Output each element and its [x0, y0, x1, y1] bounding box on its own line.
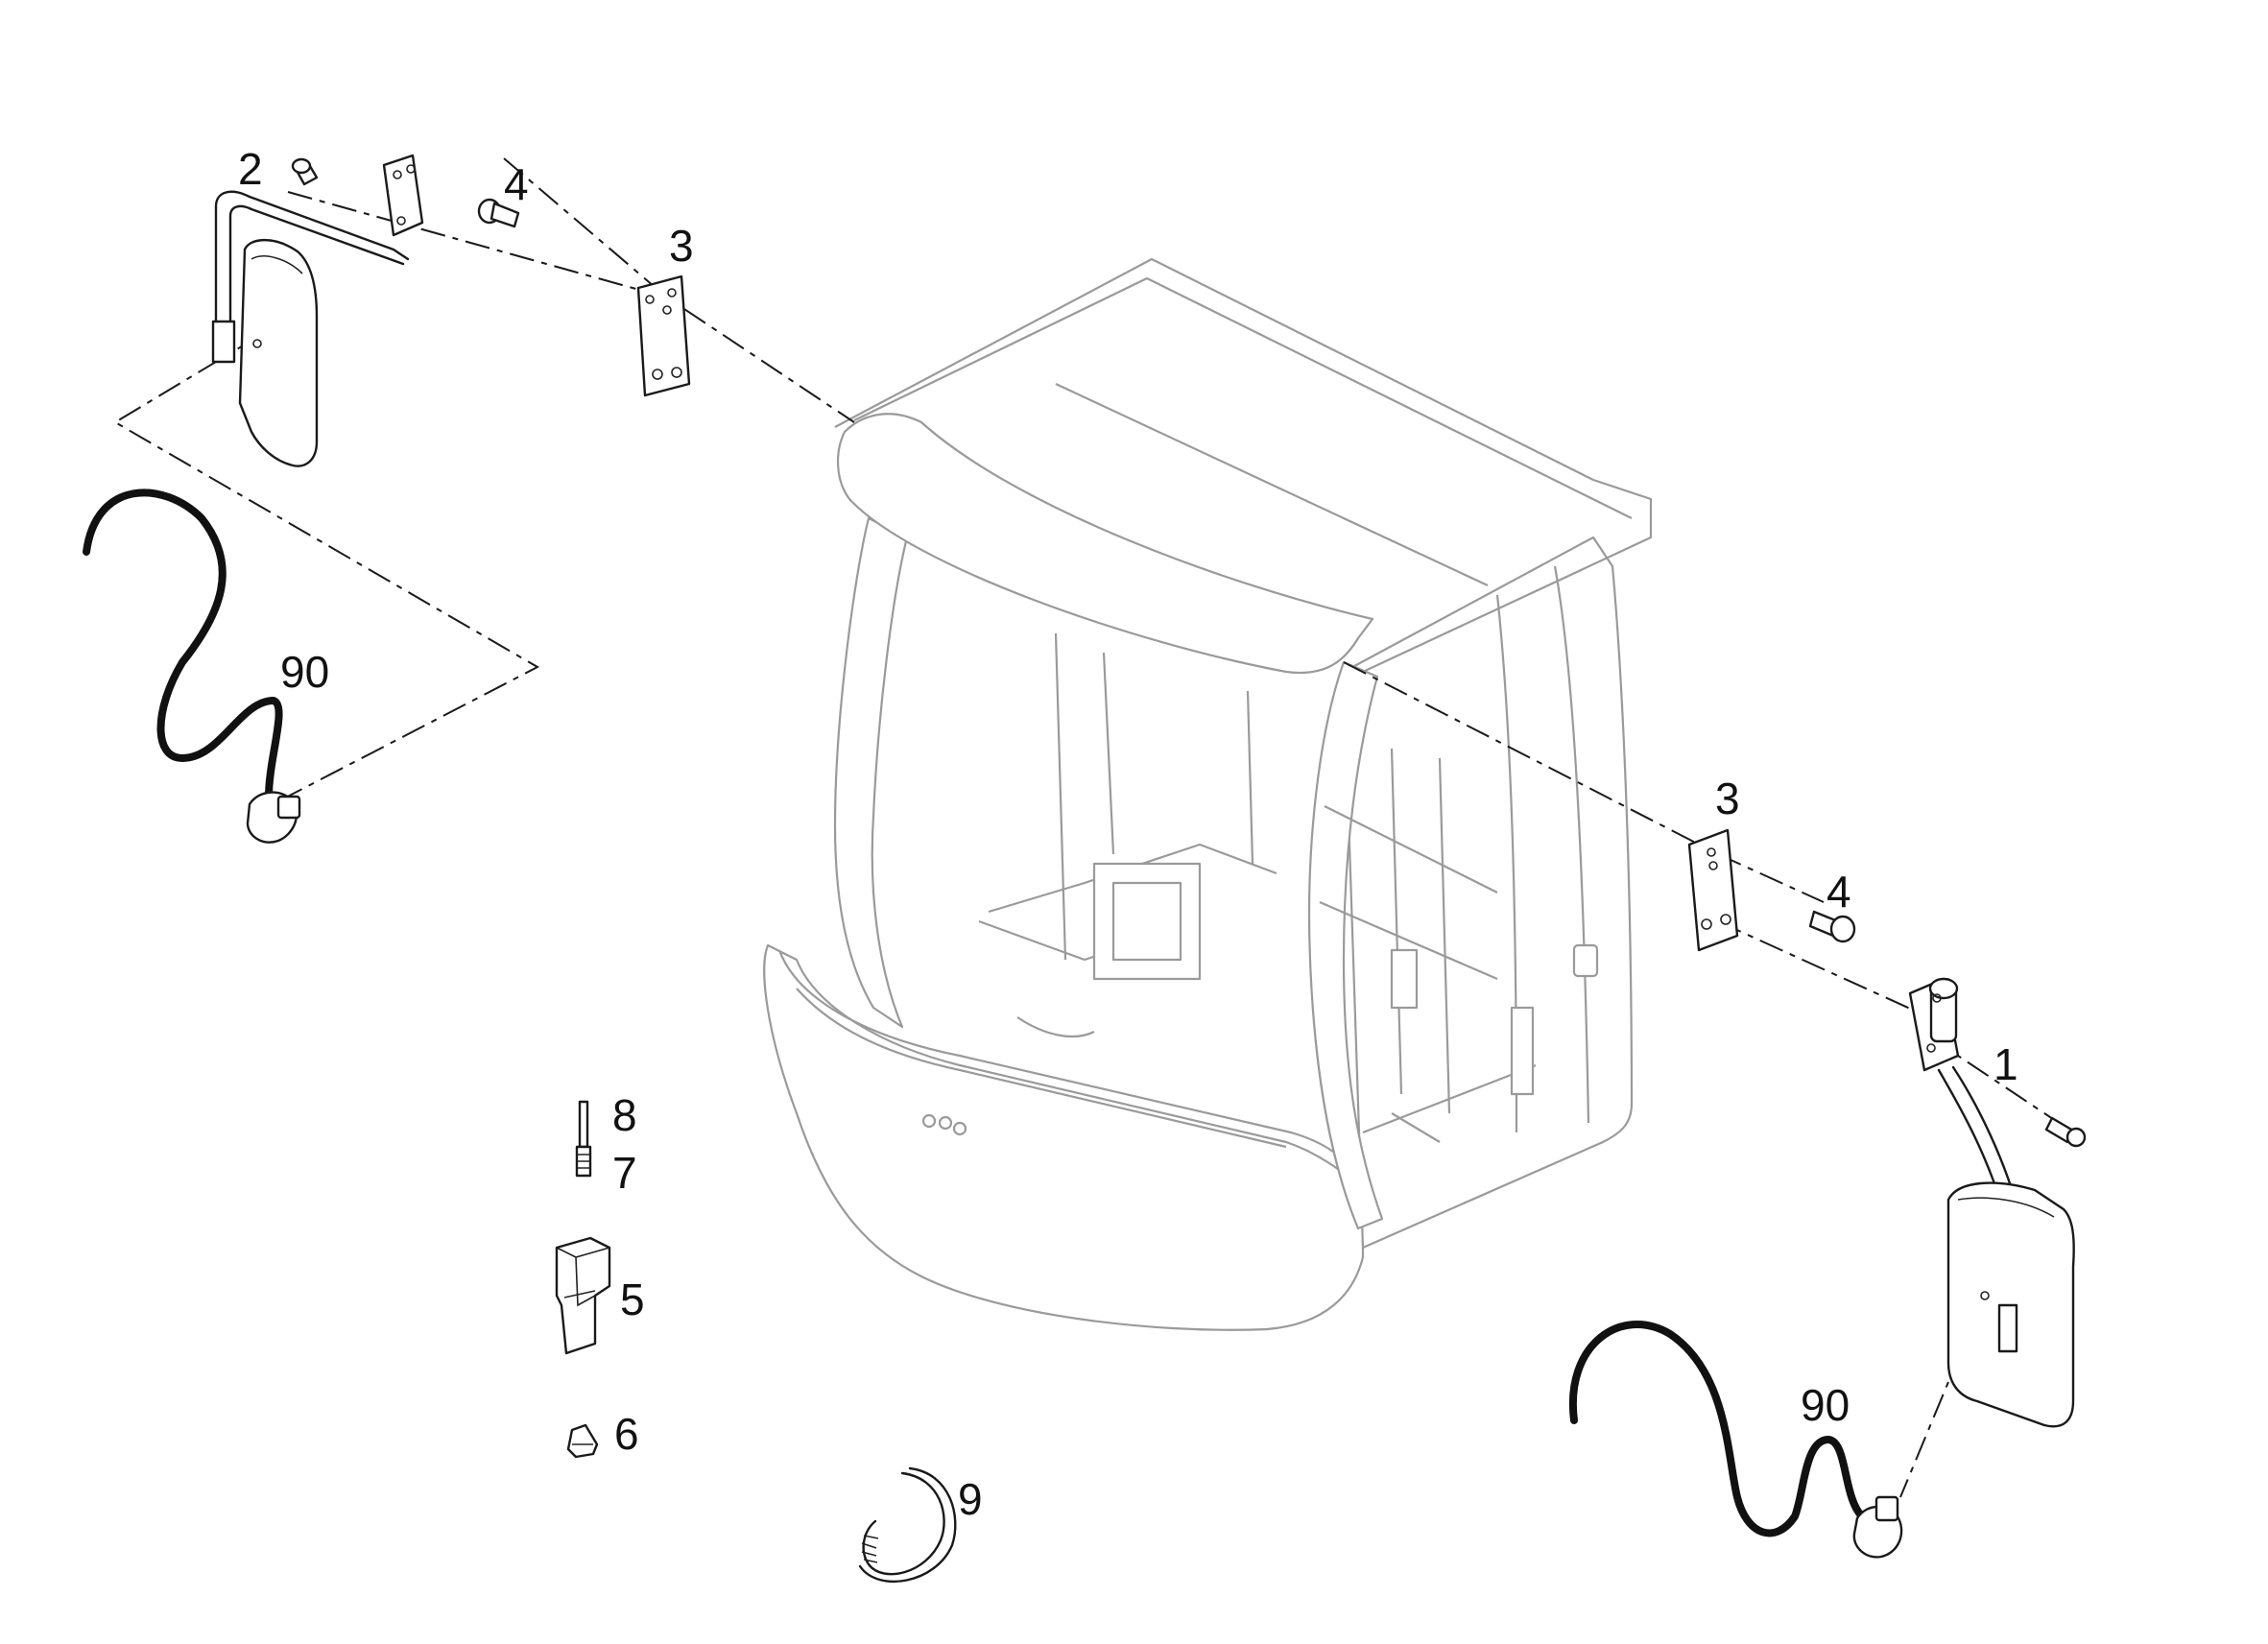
- callout-3-right: 3: [1715, 774, 1740, 823]
- callout-3-top: 3: [669, 221, 694, 271]
- callout-6: 6: [614, 1409, 639, 1459]
- callout-5: 5: [620, 1275, 645, 1324]
- bolt-item-4-top: [477, 198, 520, 228]
- callout-1: 1: [1993, 1039, 2018, 1089]
- bolt-item-4-right: [1808, 910, 1856, 943]
- screw-item-2: [291, 157, 319, 186]
- screw-item-1: [2044, 1116, 2087, 1148]
- left-mirror-assembly: [211, 154, 424, 467]
- operator-cab: [763, 257, 1653, 1331]
- mount-plate-item-3-right: [1687, 828, 1739, 952]
- callout-90-right: 90: [1801, 1380, 1850, 1430]
- callout-9: 9: [958, 1474, 983, 1524]
- cable-item-90-right: [1568, 1321, 1903, 1559]
- wedge-lock-item-6: [566, 1423, 599, 1459]
- assembly-leader-lines: [113, 157, 2074, 1498]
- callout-2: 2: [238, 144, 263, 194]
- callout-4-right: 4: [1826, 867, 1851, 917]
- callout-labels: 2 4 3 90 3 4 1 8 7 5 6 9 90: [238, 144, 2018, 1524]
- mount-plate-item-3-top: [636, 274, 691, 397]
- cable-tie-item-9: [858, 1466, 957, 1583]
- connector-housing-item-5: [555, 1236, 611, 1355]
- callout-90-left: 90: [280, 647, 329, 697]
- callout-7: 7: [612, 1148, 637, 1198]
- right-mirror-assembly: [1908, 977, 2075, 1428]
- terminal-item-7-8: [575, 1100, 592, 1178]
- callout-4-top: 4: [504, 159, 529, 209]
- callout-8: 8: [612, 1090, 637, 1140]
- cable-item-90-left: [83, 488, 301, 844]
